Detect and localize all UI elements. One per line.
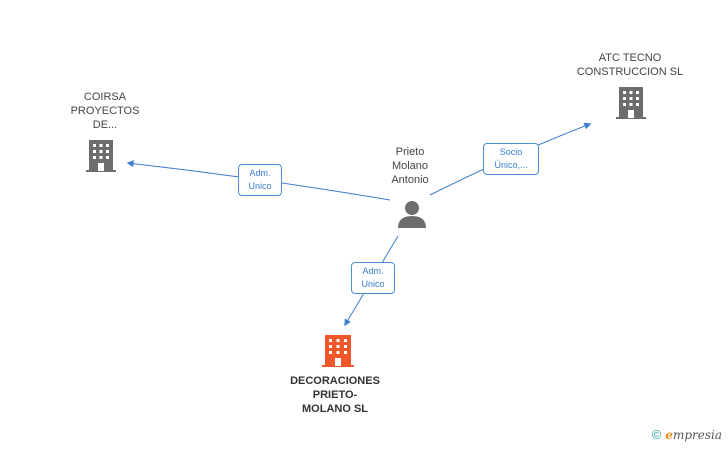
node-label-line: PRIETO-	[312, 389, 358, 401]
edge-label-line: Socio	[499, 147, 523, 157]
node-label-atc[interactable]: ATC TECNO CONSTRUCCION SL	[570, 51, 690, 79]
edge-label-line: Unico	[248, 181, 272, 191]
footer-brand: © empresia	[652, 427, 722, 442]
node-label-line: ATC TECNO	[598, 52, 662, 64]
copyright-icon: ©	[651, 427, 662, 442]
edge-label-decoraciones[interactable]: Adm. Unico	[351, 262, 395, 294]
person-icon[interactable]	[398, 201, 426, 228]
edge-label-line: Adm.	[249, 168, 271, 178]
building-icon[interactable]	[86, 140, 116, 172]
node-label-line: PROYECTOS	[70, 105, 140, 117]
node-label-line: CONSTRUCCION SL	[576, 66, 684, 78]
edge-label-line: Adm.	[362, 266, 384, 276]
building-icon[interactable]	[322, 335, 354, 367]
brand-logo[interactable]: empresia	[665, 428, 722, 442]
brand-rest: mpresia	[672, 427, 722, 442]
edge-label-coirsa[interactable]: Adm. Unico	[238, 164, 282, 196]
node-label-line: MOLANO SL	[302, 403, 368, 415]
edge-label-line: Único,...	[494, 160, 528, 170]
node-label-coirsa[interactable]: COIRSA PROYECTOS DE...	[55, 90, 155, 132]
node-label-decoraciones[interactable]: DECORACIONES PRIETO- MOLANO SL	[275, 374, 395, 416]
brand-initial: e	[665, 427, 673, 442]
node-label-line: DE...	[92, 119, 118, 131]
building-icon[interactable]	[616, 87, 646, 119]
node-label-line: COIRSA	[83, 91, 127, 103]
node-label-person[interactable]: Prieto Molano Antonio	[370, 145, 450, 187]
node-label-line: Molano	[391, 160, 429, 172]
node-label-line: Antonio	[391, 174, 429, 186]
edge-label-line: Unico	[361, 279, 385, 289]
node-label-line: DECORACIONES	[290, 375, 380, 387]
node-label-line: Prieto	[395, 146, 425, 158]
edge-label-atc[interactable]: Socio Único,...	[483, 143, 539, 175]
